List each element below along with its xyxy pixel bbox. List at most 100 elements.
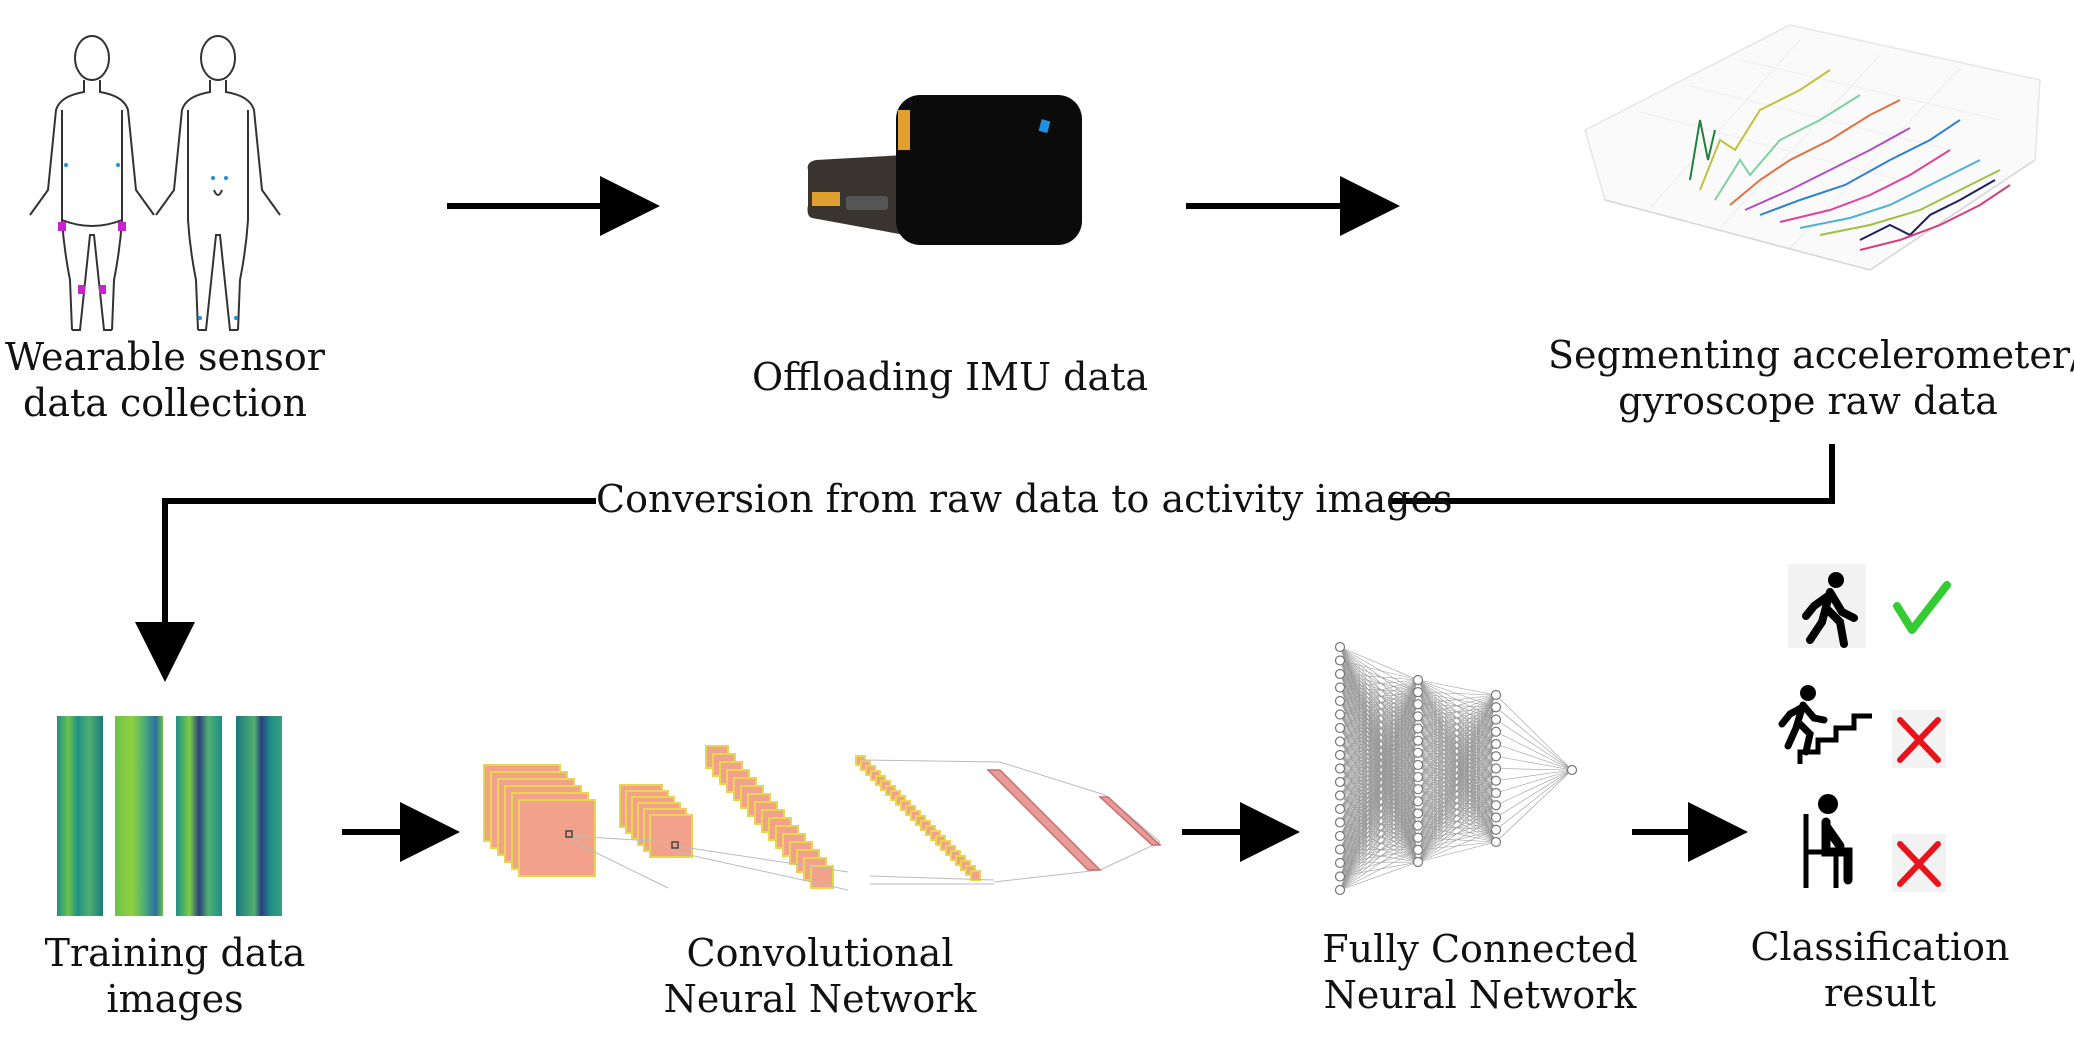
training-data-images	[57, 716, 282, 916]
connection	[1339, 704, 1419, 891]
neuron	[1334, 641, 1346, 653]
label-cnn: Convolutional Neural Network	[640, 930, 1000, 1022]
connection	[1339, 691, 1419, 796]
connection	[1339, 704, 1419, 810]
connection	[1417, 694, 1497, 766]
connection	[1339, 764, 1419, 877]
connection	[1495, 731, 1573, 771]
connection	[1339, 673, 1419, 693]
neuron	[1490, 800, 1502, 811]
neuron	[1412, 856, 1424, 868]
neuron	[1334, 871, 1346, 882]
connection	[1417, 679, 1497, 696]
connection	[1339, 679, 1419, 837]
connection	[1339, 776, 1419, 783]
connection	[1339, 752, 1419, 864]
neuron	[1412, 844, 1424, 855]
connection	[1417, 694, 1497, 802]
connection	[1339, 704, 1419, 823]
feature-map	[970, 870, 981, 881]
cross-icon	[1892, 834, 1946, 892]
connection	[1495, 769, 1573, 830]
label-line: Training data	[44, 931, 306, 975]
neuron	[1490, 812, 1502, 823]
neuron	[1490, 824, 1502, 835]
connection	[1339, 813, 1419, 877]
connection	[1417, 805, 1497, 863]
connection	[1339, 801, 1419, 877]
neuron	[1334, 722, 1346, 734]
neuron	[1334, 749, 1346, 761]
walking-icon	[1788, 564, 1866, 648]
connection	[1339, 764, 1419, 796]
connection	[1339, 716, 1419, 823]
connection	[1339, 776, 1419, 877]
connection	[1339, 740, 1419, 850]
connection	[1339, 728, 1419, 783]
connection	[1417, 817, 1497, 863]
connection	[1339, 691, 1419, 783]
connection	[1417, 694, 1497, 717]
connection	[1339, 764, 1419, 783]
connection	[1339, 752, 1419, 877]
connection	[1339, 691, 1419, 756]
neuron	[1490, 836, 1502, 848]
connection	[1339, 776, 1419, 864]
neuron	[1412, 820, 1424, 831]
connection	[1339, 728, 1419, 796]
label-segmenting: Segmenting accelerometer/ gyroscope raw …	[1548, 332, 2074, 424]
connection	[1339, 716, 1419, 796]
connection	[1339, 646, 1419, 681]
neuron	[1334, 763, 1346, 774]
connection	[1339, 801, 1419, 864]
feature-map-stack	[619, 784, 693, 858]
neuron	[1412, 687, 1424, 698]
connection	[1495, 719, 1573, 771]
connection	[1339, 801, 1419, 891]
connection	[1495, 769, 1573, 794]
label-offloading: Offloading IMU data	[720, 354, 1180, 400]
activity-image	[176, 716, 222, 916]
connection	[1339, 691, 1419, 769]
sitting-icon	[1803, 794, 1853, 888]
feature-map	[518, 799, 596, 877]
connection	[1339, 679, 1419, 688]
conversion-connector-arrow	[135, 444, 1835, 682]
connection	[1417, 719, 1497, 863]
sensor-markers	[58, 163, 238, 320]
connection	[1339, 788, 1419, 864]
connection	[1495, 769, 1573, 806]
connection	[1417, 694, 1497, 705]
neuron	[1566, 764, 1578, 776]
connection	[1339, 728, 1419, 850]
label-training-data: Training data images	[20, 930, 330, 1022]
neuron	[1490, 702, 1502, 713]
connection	[1417, 694, 1497, 863]
connection	[1339, 788, 1419, 823]
activity-image	[115, 716, 163, 916]
label-classification-result: Classification result	[1710, 924, 2050, 1016]
connection	[1339, 764, 1419, 837]
neuron	[1412, 832, 1424, 843]
neuron	[1490, 751, 1502, 762]
connection	[1339, 679, 1419, 877]
connection	[1339, 752, 1419, 783]
label-line: result	[1823, 971, 1937, 1015]
neuron	[1412, 711, 1424, 722]
cross-icon	[1892, 710, 1946, 768]
connection	[1339, 691, 1419, 715]
connection	[1417, 694, 1497, 729]
connection	[1339, 679, 1419, 864]
connection	[1339, 837, 1419, 891]
connection	[1339, 679, 1419, 796]
connection	[1339, 789, 1419, 877]
neuron	[1490, 738, 1502, 750]
connection	[1339, 752, 1419, 810]
connection	[1417, 694, 1497, 754]
connection	[1339, 660, 1419, 681]
connection	[1339, 660, 1419, 693]
connection	[1339, 776, 1419, 796]
fully-connected-network-icon	[1334, 641, 1578, 896]
neuron	[1334, 844, 1346, 855]
connection	[1339, 646, 1419, 693]
